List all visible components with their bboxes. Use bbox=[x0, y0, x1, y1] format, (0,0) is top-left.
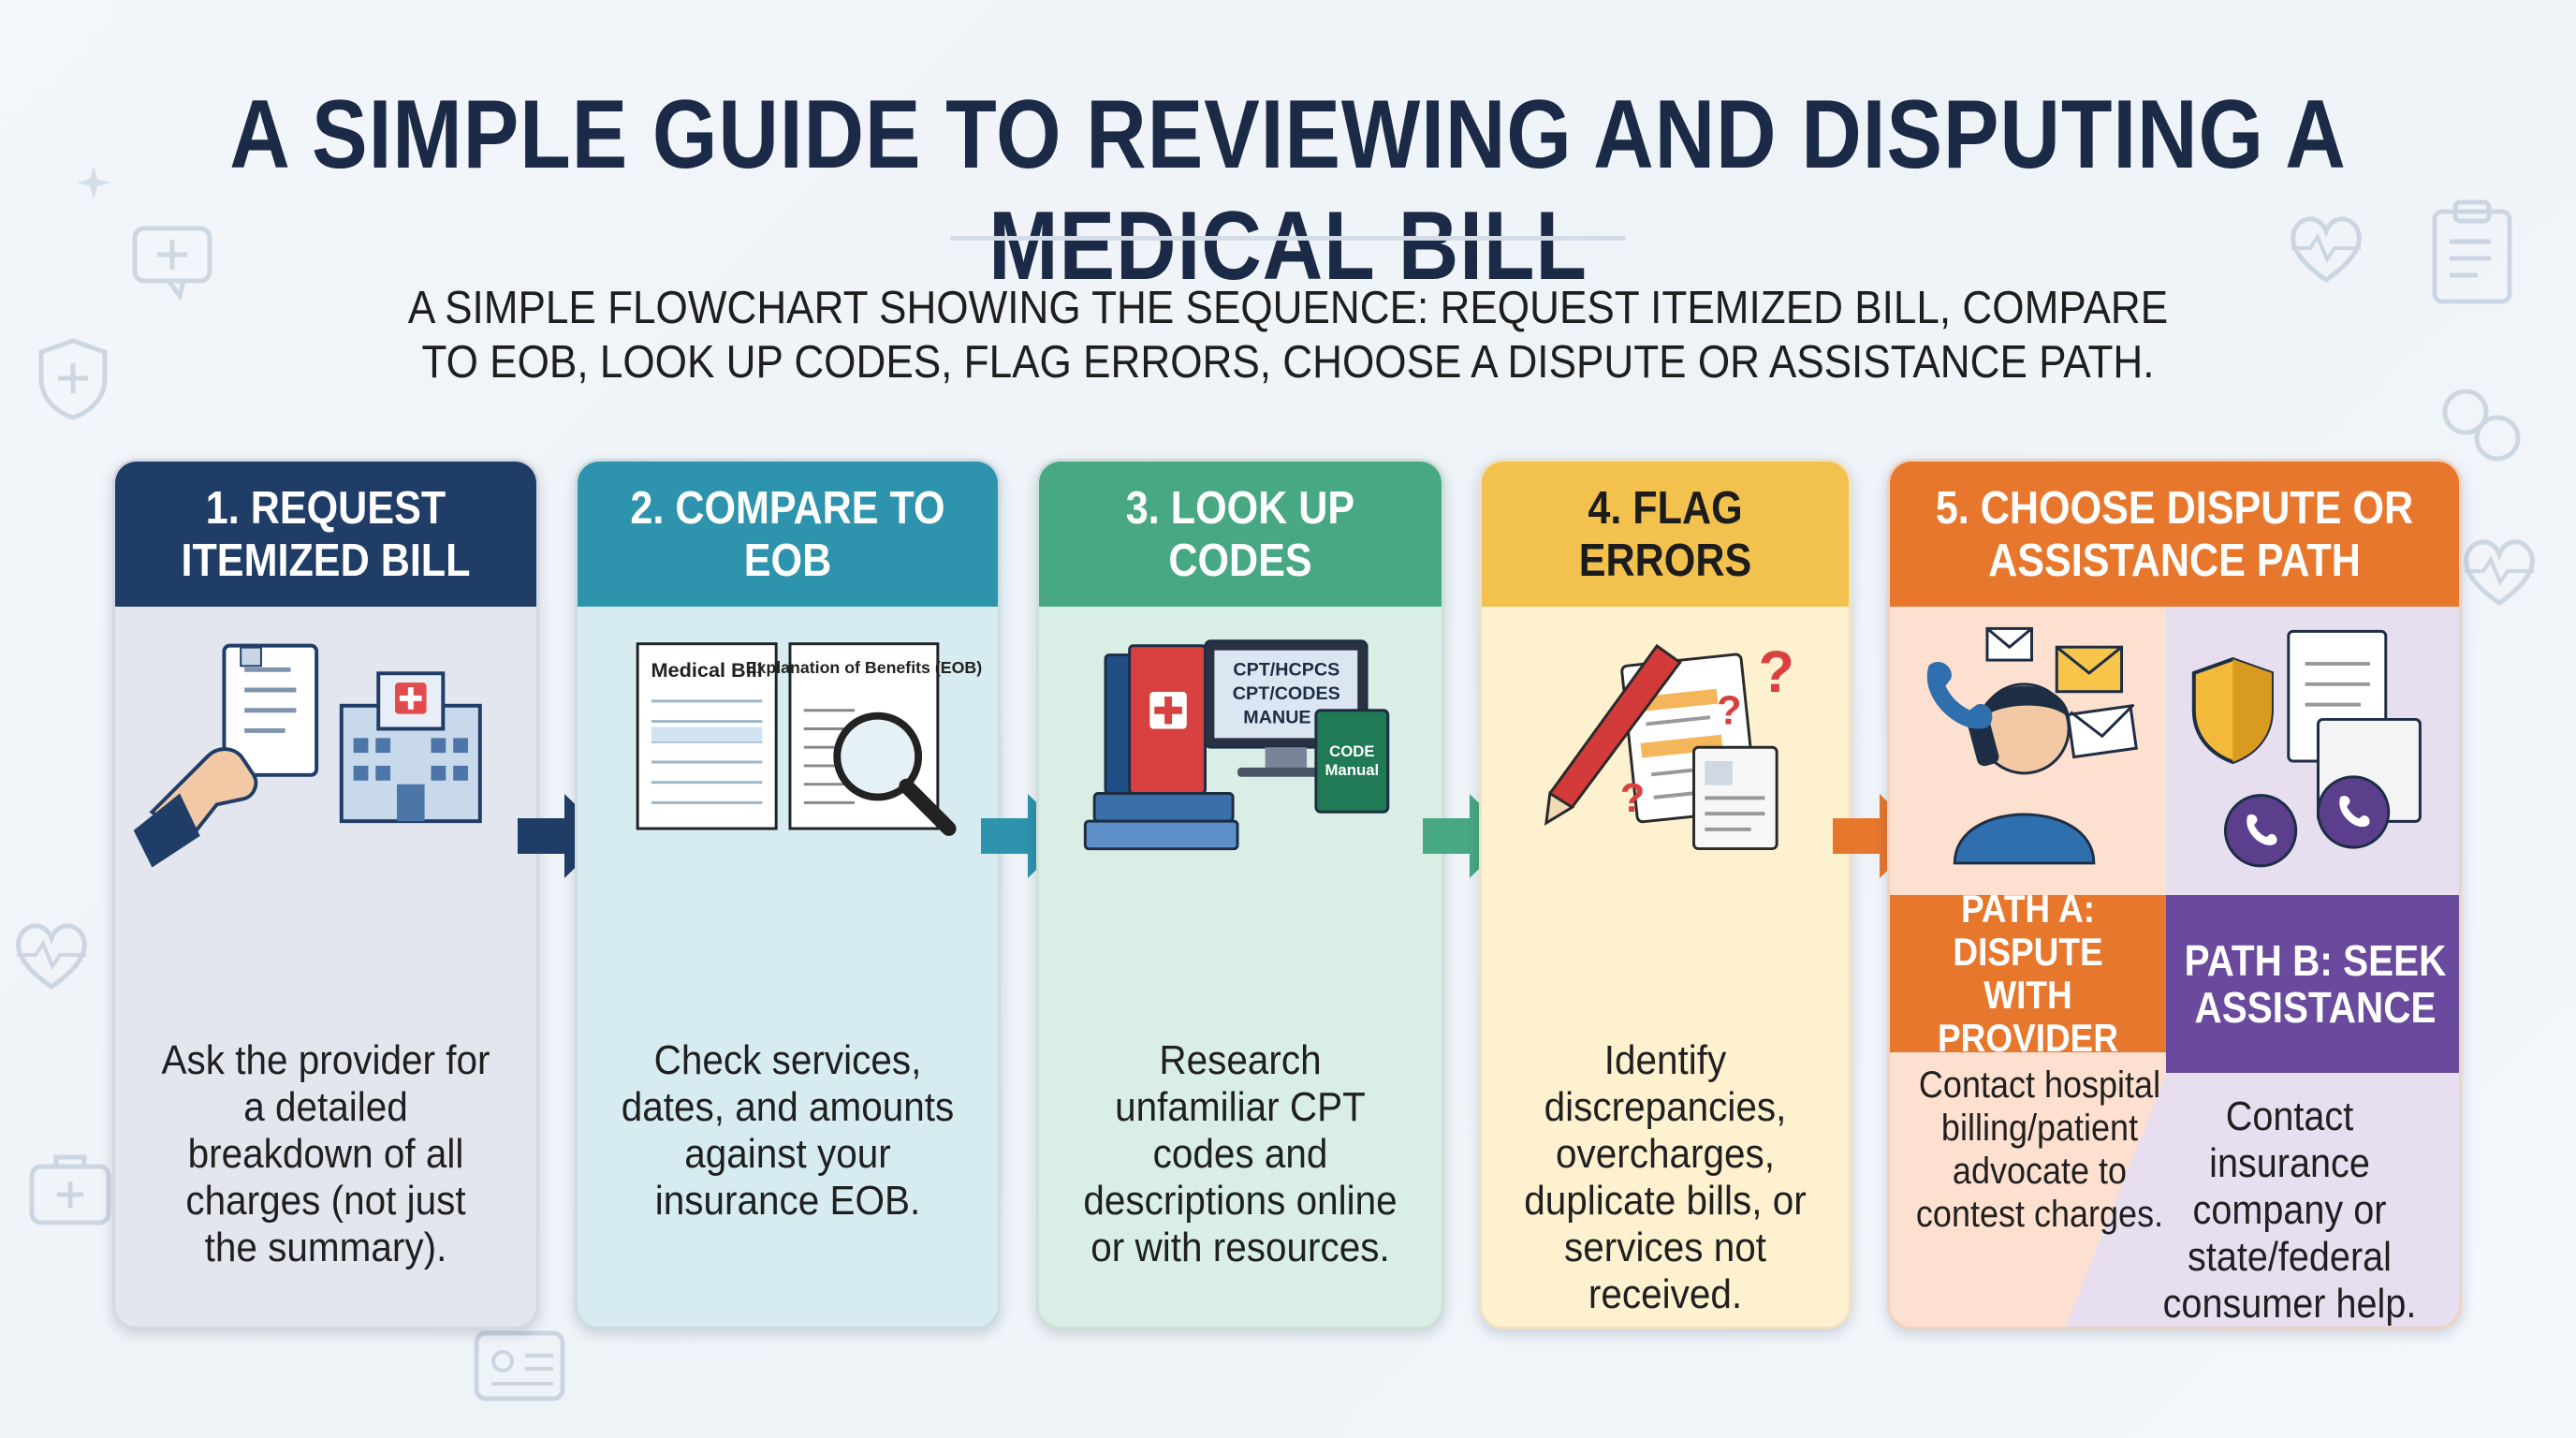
hand-bill-hospital-icon bbox=[133, 643, 482, 868]
step-heading: 4. FLAG ERRORS bbox=[1482, 462, 1849, 607]
step-description: Identify discrepancies, overcharges, dup… bbox=[1524, 1037, 1807, 1317]
page-subtitle: A SIMPLE FLOWCHART SHOWING THE SEQUENCE:… bbox=[407, 283, 2169, 388]
sparkle-icon bbox=[77, 166, 110, 199]
doc-label-medical-bill: Medical Bill bbox=[651, 658, 762, 682]
path-a-description: Contact hospital billing/patient advocat… bbox=[1915, 1064, 2164, 1235]
step-card-compare-to-eob: 2. COMPARE TO EOB Medical Bill Explanati… bbox=[575, 459, 1001, 1329]
path-b-heading: PATH B: SEEK ASSISTANCE bbox=[2166, 895, 2459, 1073]
pills-icon bbox=[2442, 389, 2521, 462]
question-mark-icon: ? bbox=[1758, 639, 1794, 705]
step-heading: 3. LOOK UP CODES bbox=[1039, 462, 1442, 607]
step-heading: 5. CHOOSE DISPUTE OR ASSISTANCE PATH bbox=[1890, 462, 2459, 607]
phone-mail-shield-icon bbox=[1926, 626, 2422, 868]
heart-pulse-icon bbox=[2464, 539, 2535, 607]
heart-pulse-icon bbox=[16, 923, 87, 990]
doc-label-eob: Explanation of Benefits (EOB) bbox=[746, 658, 983, 677]
doc-label-eob-text: Explanation of Benefits (EOB) bbox=[746, 658, 983, 677]
question-mark-icon: ? bbox=[1620, 776, 1645, 821]
bill-eob-magnifier-icon: Medical Bill Explanation of Benefits (EO… bbox=[636, 642, 983, 836]
first-aid-kit-icon bbox=[29, 1154, 111, 1225]
step-card-flag-errors: 4. FLAG ERRORS ? ? ? Identify discrepanc… bbox=[1479, 459, 1852, 1329]
step-description: Check services, dates, and amounts again… bbox=[621, 1037, 955, 1224]
step-heading: 1. REQUEST ITEMIZED BILL bbox=[115, 462, 536, 607]
page-title: A SIMPLE GUIDE TO REVIEWING AND DISPUTIN… bbox=[229, 81, 2347, 301]
chat-medical-icon bbox=[132, 226, 212, 300]
step-description: Research unfamiliar CPT codes and descri… bbox=[1083, 1037, 1398, 1270]
id-card-icon bbox=[474, 1330, 565, 1401]
title-divider bbox=[950, 236, 1626, 241]
shield-plus-icon bbox=[38, 338, 108, 420]
step-card-request-itemized-bill: 1. REQUEST ITEMIZED BILL Ask the provide… bbox=[112, 459, 539, 1329]
pen-document-question-icon: ? ? ? bbox=[1544, 639, 1794, 851]
question-mark-icon: ? bbox=[1717, 689, 1741, 734]
heart-pulse-icon bbox=[2291, 216, 2362, 284]
step-description: Ask the provider for a detailed breakdow… bbox=[161, 1037, 490, 1270]
clipboard-icon bbox=[2432, 199, 2512, 304]
step-card-choose-path: 5. CHOOSE DISPUTE OR ASSISTANCE PATH bbox=[1887, 459, 2462, 1329]
path-a-heading: PATH A: DISPUTE WITH PROVIDER bbox=[1890, 888, 2166, 1060]
path-b-description: Contact insurance company or state/feder… bbox=[2162, 1093, 2417, 1327]
step-heading: 2. COMPARE TO EOB bbox=[578, 462, 998, 607]
